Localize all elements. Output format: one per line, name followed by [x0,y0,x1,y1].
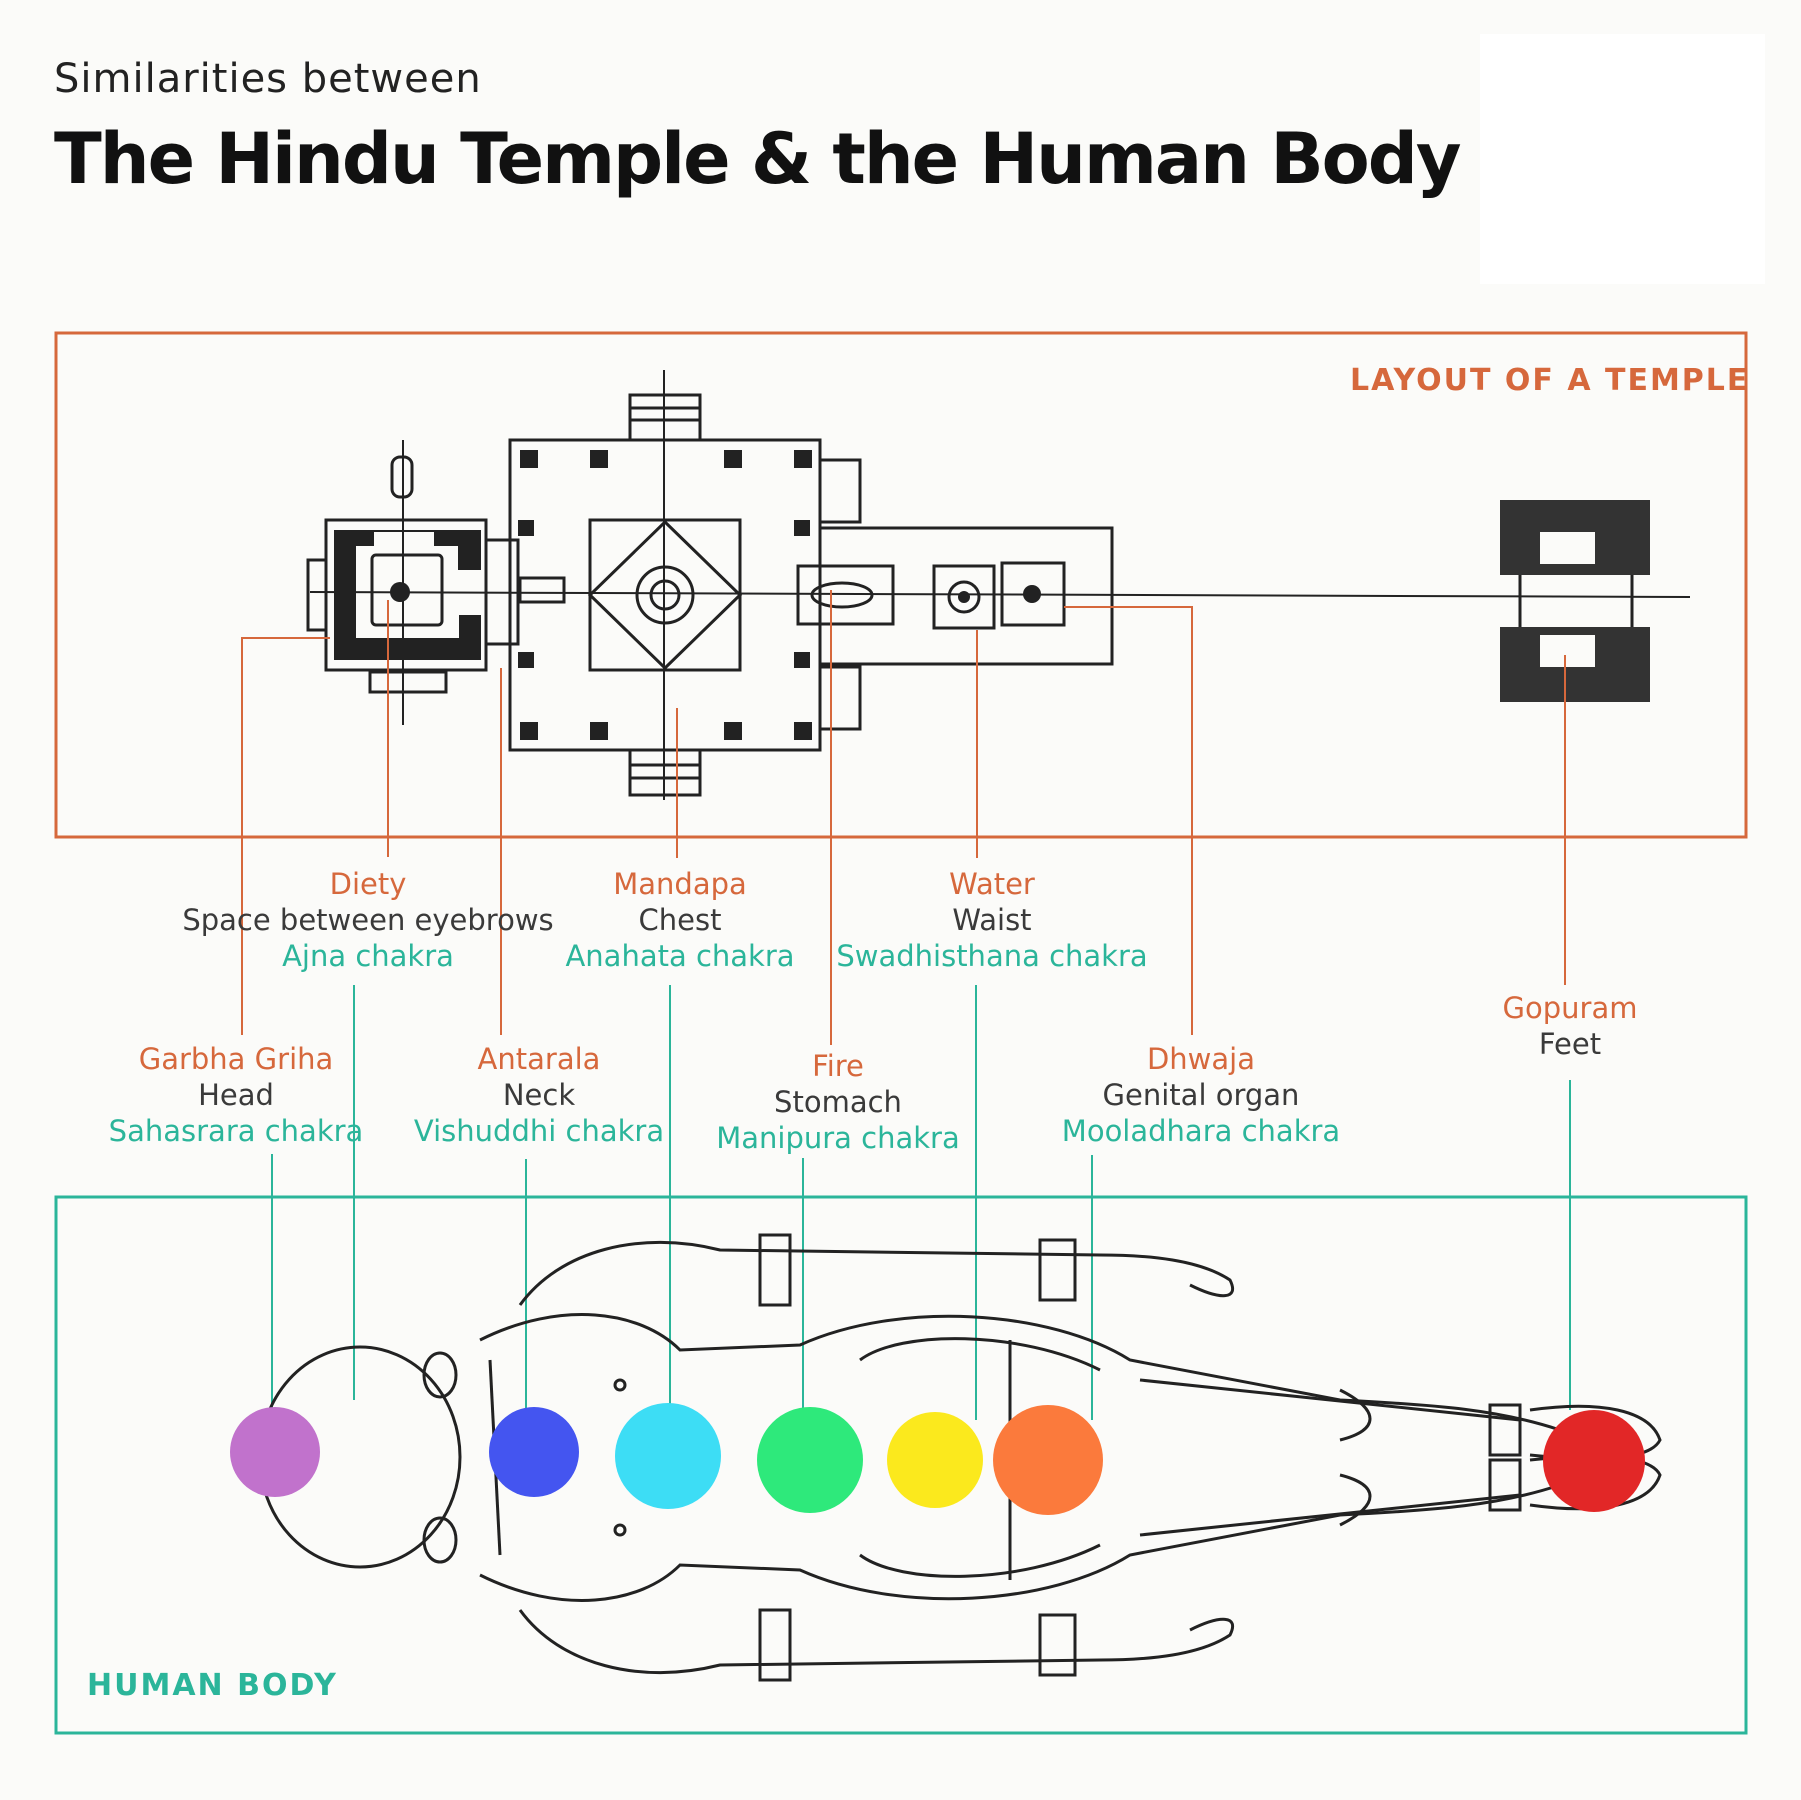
body-part: Chest [638,903,722,937]
temple-part: Water [949,867,1035,901]
temple-part: Dhwaja [1146,1042,1256,1076]
temple-part: Garbha Griha [138,1042,334,1076]
mooladhara-dot [1543,1410,1645,1512]
body-part: Head [198,1078,274,1112]
body-leaders [271,985,1571,1422]
anahata-dot [757,1407,863,1513]
mapping-garbha-griha: Garbha Griha Head Sahasrara chakra [109,1041,364,1149]
temple-part: Antarala [477,1042,601,1076]
temple-part: Fire [812,1049,864,1083]
body-part: Stomach [774,1085,902,1119]
page-subtitle: Similarities between [54,56,482,102]
chakra-name: Sahasrara chakra [108,1114,364,1148]
mapping-diety: Diety Space between eyebrows Ajna chakra [182,866,553,974]
chakra-name: Swadhisthana chakra [836,939,1148,973]
manipura-dot [887,1412,983,1508]
chakra-dots [230,1403,1645,1515]
mapping-gopuram: Gopuram Feet [1503,990,1638,1062]
temple-part: Gopuram [1502,991,1638,1025]
mapping-antarala: Antarala Neck Vishuddhi chakra [414,1041,664,1149]
ajna-dot [615,1403,721,1509]
chakra-name: Mooladhara chakra [1061,1114,1341,1148]
mapping-dhwaja: Dhwaja Genital organ Mooladhara chakra [1062,1041,1340,1149]
page-title: The Hindu Temple & the Human Body [54,118,1462,200]
chakra-name: Anahata chakra [565,939,795,973]
body-part: Neck [502,1078,576,1112]
body-panel-label: HUMAN BODY [87,1668,338,1703]
temple-panel [54,331,1748,839]
chakra-name: Manipura chakra [716,1121,960,1155]
sahasrara-dot [230,1407,320,1497]
temple-part: Mandapa [613,867,747,901]
mapping-water: Water Waist Swadhisthana chakra [836,866,1147,974]
human-body [258,1233,1662,1682]
chakra-name: Ajna chakra [282,939,454,973]
vishuddhi-dot [489,1407,579,1497]
temple-panel-label: LAYOUT OF A TEMPLE [1350,363,1750,398]
mapping-mandapa: Mandapa Chest Anahata chakra [565,866,794,974]
body-part: Genital organ [1102,1078,1300,1112]
body-part: Feet [1538,1027,1602,1061]
blank-corner-box [1480,34,1765,284]
temple-leaders [241,590,1566,1045]
body-part: Space between eyebrows [182,903,554,937]
swadhisthana-dot [993,1405,1103,1515]
chakra-name: Vishuddhi chakra [413,1114,665,1148]
body-panel [54,1195,1748,1735]
body-part: Waist [952,903,1032,937]
temple-plan [306,370,1691,800]
mapping-fire: Fire Stomach Manipura chakra [716,1048,960,1156]
temple-part: Diety [329,867,407,901]
